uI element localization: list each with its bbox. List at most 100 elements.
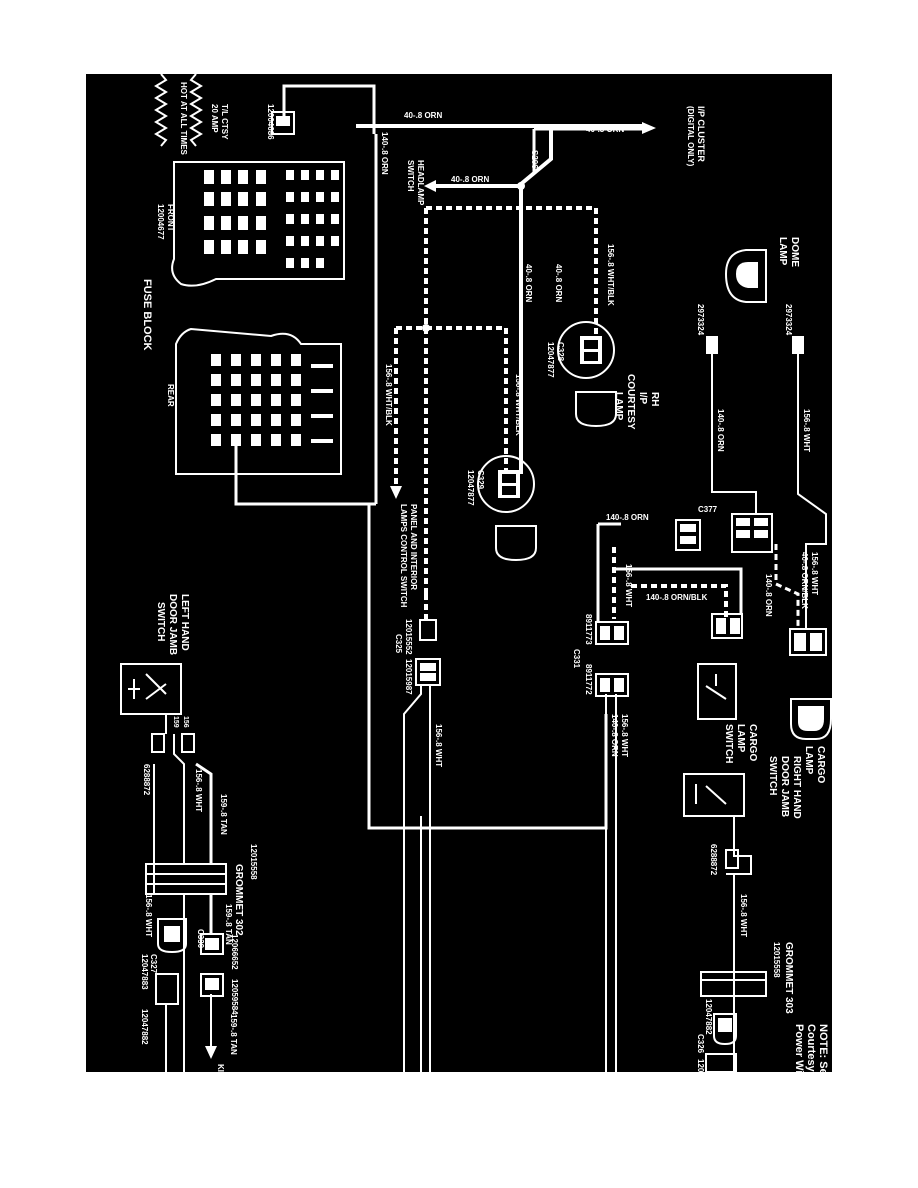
label-12015558a: 12015558 [249, 844, 258, 880]
label-c328: C328 [556, 342, 565, 362]
rh-ip-lamp [557, 321, 617, 428]
terminal-2973324b [792, 336, 804, 354]
splice-156 [422, 324, 430, 332]
arrow-panel-switch [390, 486, 402, 499]
c331-connector [595, 613, 743, 697]
label-fuse-connector: 12004686 [266, 104, 275, 140]
dome-lamp [724, 249, 767, 303]
label-w156-wht-d: 156-.8 WHT [802, 409, 811, 452]
label-cargo-lamp-b: LAMP [803, 746, 814, 775]
label-w40-orn-ip: 40-.5 ORN [586, 125, 624, 134]
fuse-connector-pin [276, 116, 290, 126]
wire-40-orn-blk [774, 544, 800, 629]
terminal-2973324a [706, 336, 718, 354]
label-rh-lamp: LAMP [613, 392, 624, 421]
label-12015987: 12015987 [404, 659, 413, 695]
label-w156-wht-g: 156-.8 WHT [194, 769, 203, 812]
label-w156-wht-c: 156-.8 WHT [810, 552, 819, 595]
label-rh-ip: I/P [637, 392, 648, 405]
label-w40-orn-c: 40-.8 ORN [554, 264, 563, 302]
label-panel-switch: PANEL AND INTERIOR [409, 504, 418, 590]
cargo-lamp [790, 698, 832, 740]
label-hot: HOT AT ALL TIMES [179, 82, 188, 156]
fuse-block-front [171, 161, 345, 287]
hot-zigzag-b [189, 74, 203, 147]
grommet-302 [145, 863, 227, 895]
wire-140-orn-fuse [234, 444, 376, 506]
wire-156-wht-blk [426, 206, 598, 344]
label-12047883: 12047883 [140, 954, 149, 990]
lh-door-terminals [151, 733, 195, 753]
label-c325: C325 [394, 634, 403, 654]
note-line2: Courtesy [805, 1024, 817, 1072]
label-s206: S206 [530, 150, 539, 169]
label-w159-tan-b: 159-.8 TAN [224, 904, 233, 945]
label-w156-wht-blk: 156-.8 WHT/BLK [606, 244, 615, 306]
label-headlamp: HEADLAMP [416, 160, 425, 206]
label-w40-orn-left: 40-.8 ORN [451, 175, 489, 184]
label-12047882b: 12047882 [704, 999, 713, 1035]
labels: HOT AT ALL TIMES T/L CTSY 20 AMP 1200468… [140, 82, 829, 1072]
hot-zigzag-a [154, 74, 168, 147]
label-cargo-switch-c: SWITCH [723, 724, 734, 763]
label-fuse-amp: 20 AMP [210, 104, 219, 133]
label-rh: RH [649, 392, 660, 406]
wire-140-orn-c [616, 567, 743, 614]
label-ip-cluster: I/P CLUSTER [696, 106, 706, 162]
arrow-ip-cluster [642, 122, 656, 134]
wire-156-wht-d [797, 352, 827, 629]
label-1204: 1204 [696, 1059, 705, 1072]
label-8911772: 8911772 [584, 664, 593, 695]
c377-connector [675, 513, 773, 553]
label-w156-wht-b: 156-.8 WHT [620, 714, 629, 757]
label-w140-orn-c: 140-.8 ORN [764, 574, 773, 617]
label-pin-159a: 159 [172, 716, 179, 728]
fuse-block [154, 74, 345, 475]
label-cargo-lamp: CARGO [815, 746, 826, 783]
label-rh-courtesy: COURTESY [625, 374, 636, 430]
c327-connector [155, 918, 187, 1005]
c326-connector [705, 1013, 737, 1072]
label-6288872b: 6288872 [709, 844, 718, 876]
label-rh-door-b: DOOR JAMB [779, 756, 790, 817]
label-lh-door-c: SWITCH [155, 602, 166, 641]
wire-140-orn-blk [631, 584, 728, 619]
note-line1: NOTE: Se [817, 1024, 829, 1072]
label-pin-156a: 156 [182, 716, 189, 728]
wiring-diagram-panel: HOT AT ALL TIMES T/L CTSY 20 AMP 1200468… [86, 74, 832, 1072]
label-2973324b: 2973324 [784, 304, 793, 336]
wire-c325-out-a [403, 684, 422, 1072]
label-cargo-switch-b: LAMP [735, 724, 746, 753]
label-w156-wht-h: 156-.8 WHT [144, 894, 153, 937]
label-w140-orn-b: 140-.8 ORN [606, 513, 649, 522]
label-c326: C326 [696, 1034, 705, 1054]
label-fuse-block: FUSE BLOCK [141, 279, 153, 351]
label-12015558b: 12015558 [772, 942, 781, 978]
cargo-lamp-connector [789, 628, 827, 656]
label-c329: C329 [476, 470, 485, 490]
grommet-303 [700, 971, 767, 997]
label-12047877a: 12047877 [546, 342, 555, 378]
label-8911773: 8911773 [584, 614, 593, 645]
label-lh-door: LEFT HAND [179, 594, 190, 651]
label-c331: C331 [572, 649, 581, 669]
label-w40-orn-b: 40-.8 ORN [524, 264, 533, 302]
label-c377: C377 [698, 505, 718, 514]
c330-connector [200, 933, 224, 997]
label-12015552: 12015552 [404, 619, 413, 655]
label-w140-orn-e: 140-.8 ORN [610, 714, 619, 757]
label-w40-orn-blk: 40-.8 ORN/BLK [800, 552, 809, 609]
rh-door-jamb-switch [683, 773, 745, 869]
label-cargo-switch: CARGO [747, 724, 758, 761]
arrow-ki [205, 1046, 217, 1059]
wire-fuse-hot [282, 84, 376, 134]
wire-harness [153, 84, 827, 1072]
label-12047877b: 12047877 [466, 470, 475, 506]
label-front-part: 12004677 [156, 204, 165, 240]
cargo-lamp-switch [697, 663, 737, 720]
wire-159-tan [195, 762, 213, 864]
label-headlamp-b: SWITCH [406, 160, 415, 192]
label-w156-wht-e: 156-.8 WHT [739, 894, 748, 937]
label-6288872a: 6288872 [142, 764, 151, 796]
fuse-block-rear [175, 327, 342, 475]
